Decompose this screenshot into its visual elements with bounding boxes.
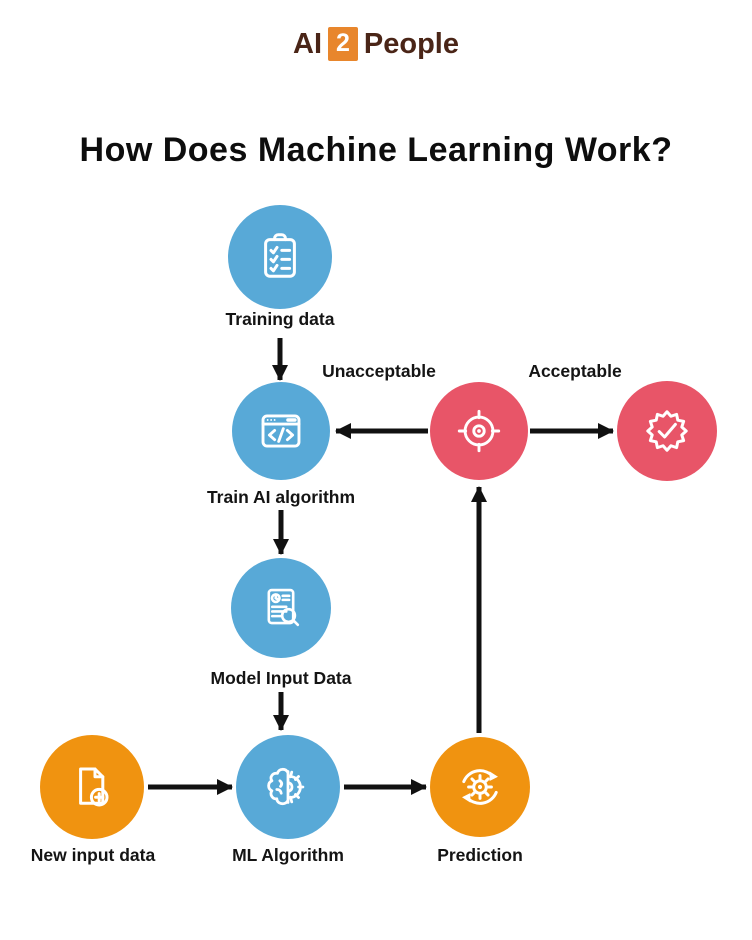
node-new-input-data [40, 735, 144, 839]
label-ml-algorithm: ML Algorithm [232, 845, 344, 865]
gear-refresh-icon [462, 769, 498, 805]
label-model-input-data: Model Input Data [210, 668, 352, 688]
logo-text-ai: AI [293, 27, 322, 60]
label-prediction: Prediction [437, 845, 523, 865]
node-approved [617, 381, 717, 481]
node-model-input-data [231, 558, 331, 658]
page-title: How Does Machine Learning Work? [79, 130, 673, 169]
edge-label-unacceptable: Unacceptable [322, 361, 436, 381]
label-new-input-data: New input data [30, 845, 156, 865]
node-ml-algorithm [236, 735, 340, 839]
document-magnifier-icon [267, 588, 300, 627]
node-train-ai-algorithm [232, 382, 330, 480]
code-window-icon [261, 414, 301, 448]
edge-label-acceptable: Acceptable [528, 361, 622, 381]
document-add-icon [79, 767, 109, 807]
brain-gear-icon [267, 767, 305, 806]
logo-text-people: People [363, 27, 459, 60]
label-train-ai-algorithm: Train AI algorithm [206, 487, 356, 507]
clipboard-checklist-icon [264, 233, 296, 278]
logo-badge-2: 2 [328, 27, 358, 61]
verified-badge-icon [646, 410, 688, 452]
label-training-data: Training data [225, 309, 335, 329]
node-evaluation [430, 382, 528, 480]
node-training-data [228, 205, 332, 309]
target-icon [457, 409, 501, 453]
brand-logo: AI 2 People [0, 27, 752, 61]
node-prediction [430, 737, 530, 837]
